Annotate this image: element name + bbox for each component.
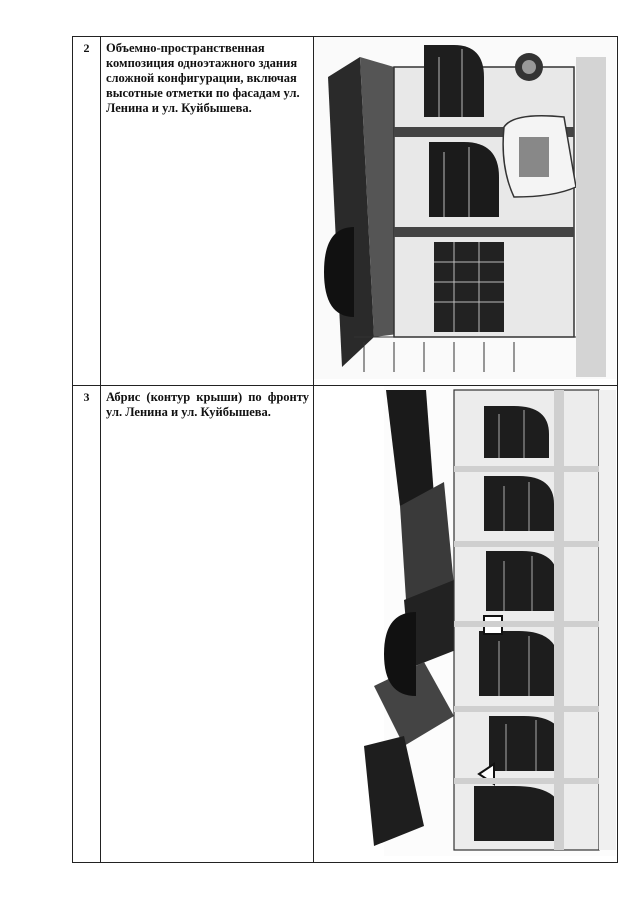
building-facade-photo [313, 36, 618, 386]
facade-illustration [314, 37, 616, 379]
table-row: 3 Абрис (контур крыши) по фронту ул. Лен… [72, 385, 618, 863]
roof-outline-illustration [314, 386, 616, 856]
specification-table: 2 Объемно-пространственная композиция од… [72, 36, 618, 863]
description-text: Объемно-пространственная композиция одно… [106, 41, 300, 115]
table-row: 2 Объемно-пространственная композиция од… [72, 36, 618, 386]
row-number: 3 [72, 385, 101, 863]
row-description: Абрис (контур крыши) по фронту ул. Ленин… [100, 385, 314, 863]
row-description: Объемно-пространственная композиция одно… [100, 36, 314, 386]
row-number: 2 [72, 36, 101, 386]
roof-outline-photo [313, 385, 618, 863]
description-text: Абрис (контур крыши) по фронту ул. Ленин… [106, 390, 309, 419]
